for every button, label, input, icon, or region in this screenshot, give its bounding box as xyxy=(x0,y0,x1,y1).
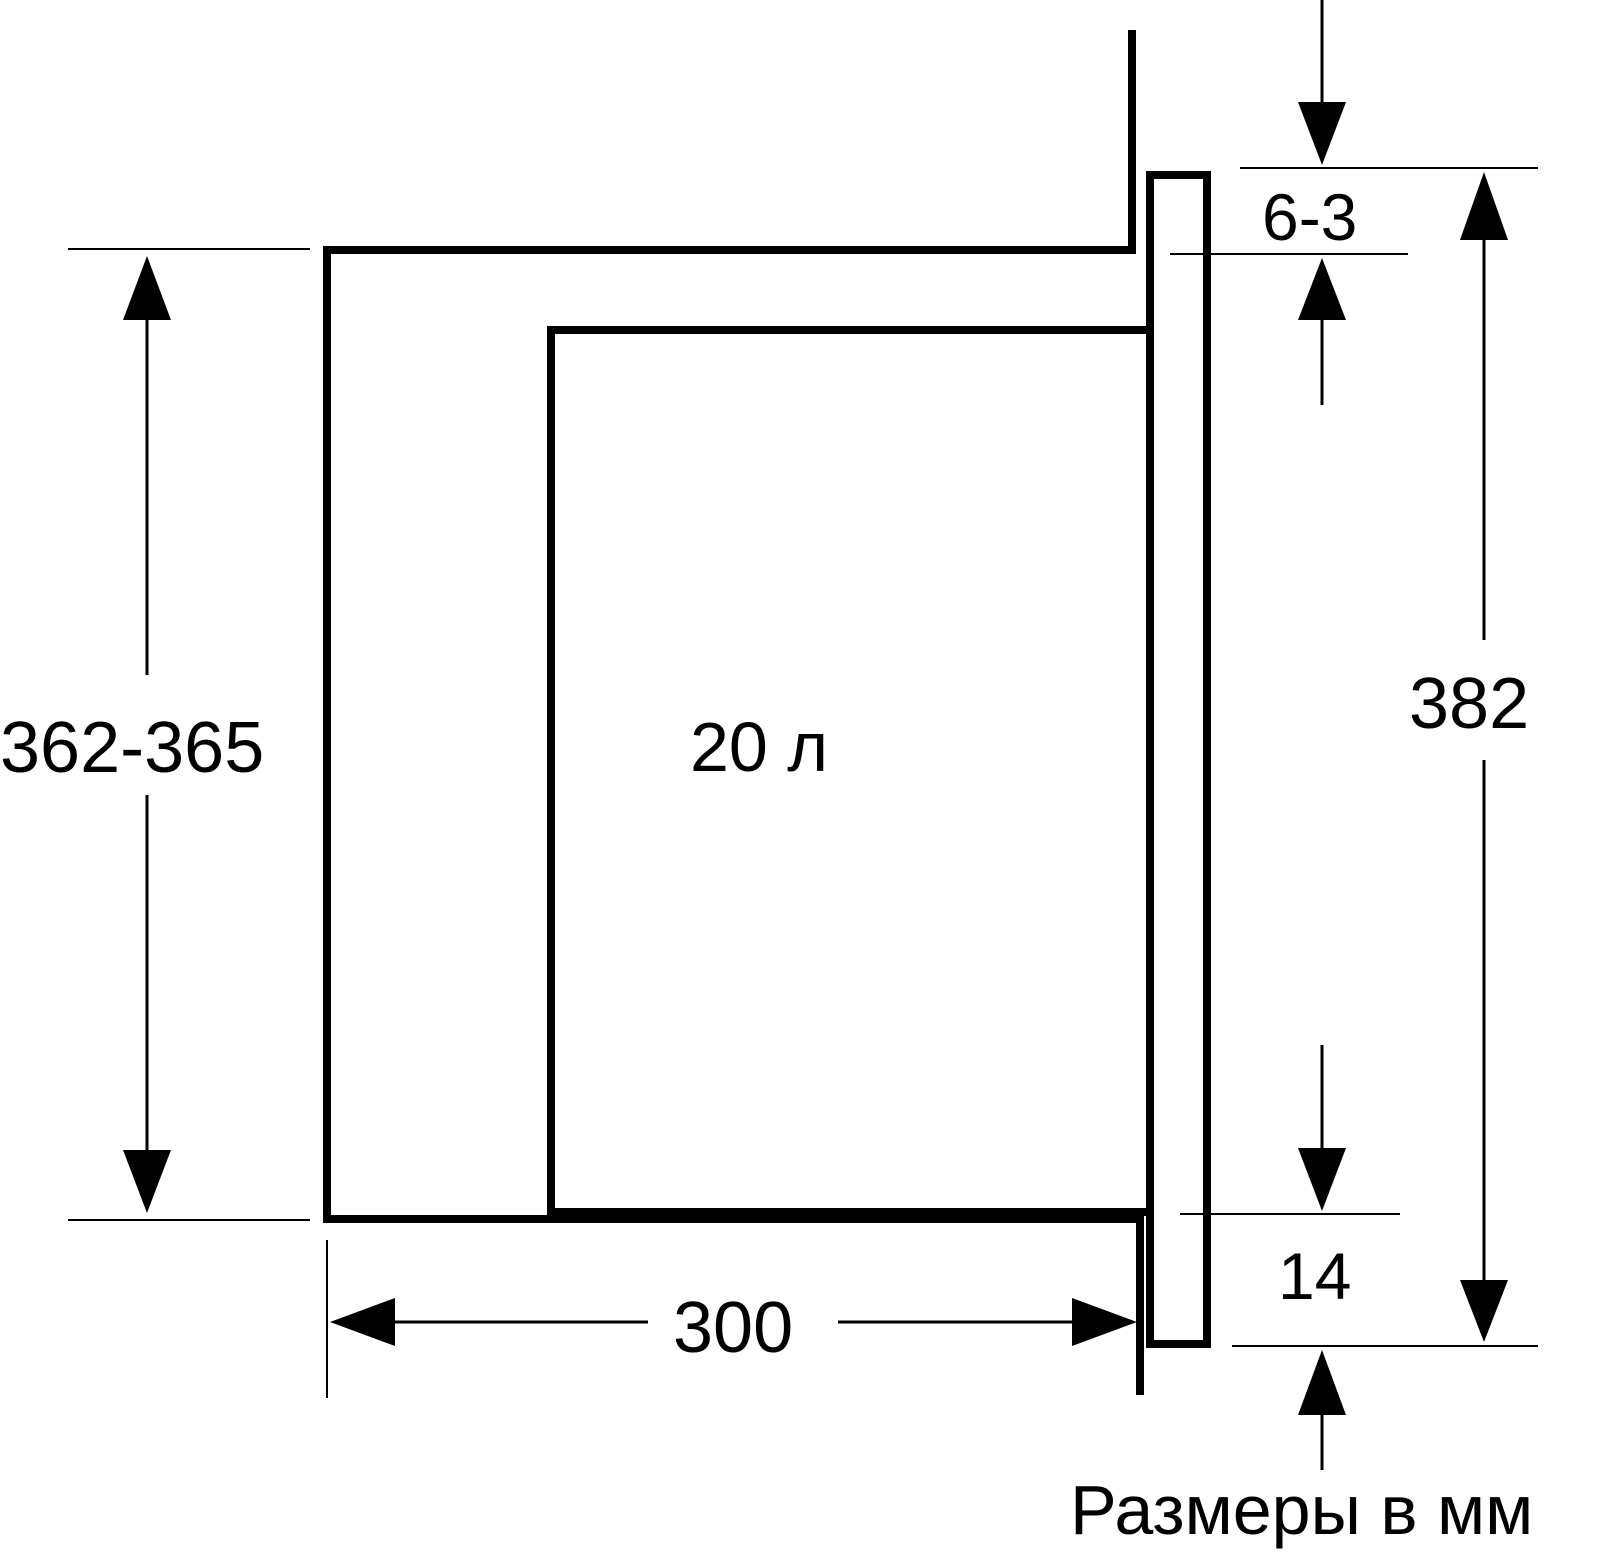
arrow-down-icon xyxy=(123,1150,171,1213)
arrow-up-icon xyxy=(1460,172,1508,240)
arrow-up-icon xyxy=(1298,258,1346,320)
arrow-down-icon xyxy=(1298,1148,1346,1211)
panel-height-label: 382 xyxy=(1409,664,1530,744)
arrow-down-icon xyxy=(1298,102,1346,165)
arrow-right-icon xyxy=(1072,1298,1137,1346)
front-panel xyxy=(1146,171,1211,1348)
depth-label: 300 xyxy=(673,1288,794,1368)
appliance-body xyxy=(547,326,1150,1216)
cabinet-height-label: 362-365 xyxy=(0,708,265,788)
arrow-up-icon xyxy=(1298,1350,1346,1415)
bottom-offset-label: 14 xyxy=(1278,1239,1352,1313)
arrow-down-icon xyxy=(1460,1280,1508,1342)
arrow-left-icon xyxy=(330,1298,395,1346)
arrow-up-icon xyxy=(123,256,171,320)
top-gap-label: 6-3 xyxy=(1262,180,1358,254)
cabinet-outline xyxy=(323,30,1144,1395)
units-note: Размеры в мм xyxy=(1070,1471,1534,1549)
volume-label: 20 л xyxy=(690,708,829,786)
